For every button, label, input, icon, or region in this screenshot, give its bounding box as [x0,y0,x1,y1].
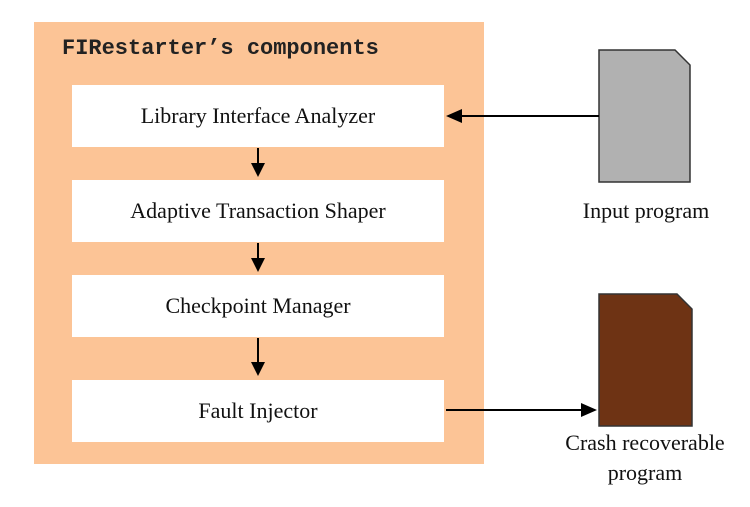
input-program-caption: Input program [560,196,732,226]
fault-injector-box: Fault Injector [72,380,444,442]
component-label: Fault Injector [198,398,318,423]
adaptive-transaction-shaper-box: Adaptive Transaction Shaper [72,180,444,242]
library-interface-analyzer-box: Library Interface Analyzer [72,85,444,147]
component-label: Library Interface Analyzer [140,103,376,128]
input-arrow [446,109,599,123]
flow-arrow-3 [251,338,265,376]
output-caption-line2: program [607,460,683,485]
output-program-caption: Crash recoverable program [540,428,750,488]
output-caption-line1: Crash recoverable [565,430,725,455]
output-arrow [446,403,597,417]
container-title: FIRestarter’s components [62,36,379,61]
input-document-icon [598,49,691,183]
checkpoint-manager-box: Checkpoint Manager [72,275,444,337]
flow-arrow-1 [251,148,265,177]
output-document-icon [598,293,693,427]
component-label: Checkpoint Manager [165,293,351,318]
input-caption-text: Input program [582,198,710,223]
flow-arrow-2 [251,243,265,272]
component-label: Adaptive Transaction Shaper [130,198,386,223]
